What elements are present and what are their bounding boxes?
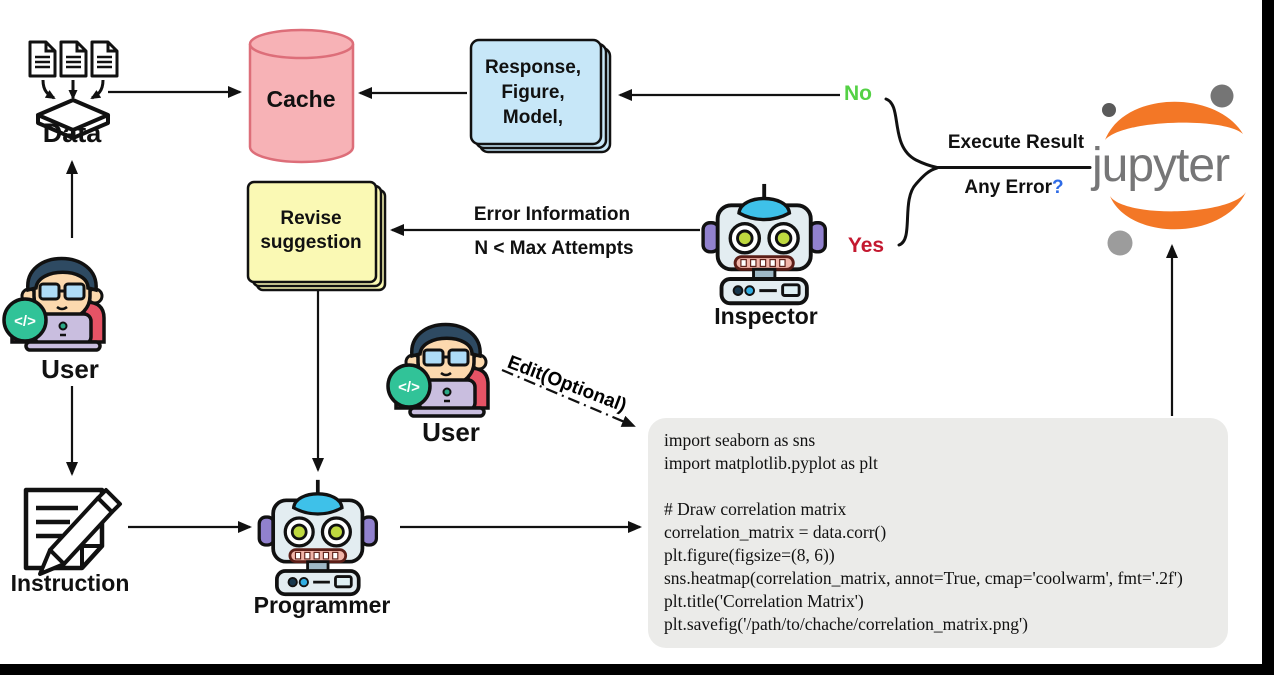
user-middle-label: User	[422, 417, 480, 447]
code-line	[664, 475, 1212, 498]
revise-line-2: suggestion	[260, 232, 362, 253]
cache-cylinder	[248, 28, 355, 164]
jupyter-dot-small	[1102, 103, 1116, 117]
response-line-1: Response,	[484, 57, 582, 78]
response-line-3: Model,	[502, 107, 564, 128]
data-icon	[28, 40, 119, 140]
right-black-border	[1262, 0, 1274, 675]
programmer-label: Programmer	[253, 592, 391, 618]
instruction-label: Instruction	[10, 570, 130, 596]
any-error-question-mark: ?	[1052, 177, 1064, 198]
revise-line-1: Revise	[280, 208, 342, 229]
response-stack-label: Response, Figure, Model,	[485, 55, 581, 130]
data-label: Data	[42, 118, 102, 148]
jupyter-bottom-crescent	[1110, 192, 1246, 230]
code-line: import matplotlib.pyplot as plt	[664, 453, 878, 473]
code-line: correlation_matrix = data.corr()	[664, 522, 887, 542]
user-middle-icon	[386, 322, 490, 418]
inspector-label: Inspector	[714, 303, 818, 329]
yes-branch-label: Yes	[847, 234, 885, 257]
no-branch-label: No	[844, 82, 872, 105]
jupyter-dot-large	[1210, 84, 1234, 108]
error-information-label: Error Information	[473, 204, 631, 225]
inspector-robot-icon	[701, 182, 828, 306]
code-block: import seaborn as sns import matplotlib.…	[648, 418, 1228, 648]
code-line: plt.title('Correlation Matrix')	[664, 591, 864, 611]
any-error-label: Any Error?	[964, 177, 1063, 199]
instruction-icon	[23, 487, 122, 576]
user-left-label: User	[41, 354, 99, 384]
connector-arrows	[66, 86, 1178, 533]
jupyter-logo	[1102, 84, 1246, 256]
code-line: import seaborn as sns	[664, 430, 816, 450]
jupyter-top-crescent	[1105, 101, 1243, 140]
any-error-text: Any Error	[964, 177, 1053, 198]
code-line: sns.heatmap(correlation_matrix, annot=Tr…	[664, 568, 1183, 588]
code-line: plt.savefig('/path/to/chache/correlation…	[664, 614, 1028, 634]
max-attempts-label: N < Max Attempts	[474, 238, 634, 259]
jupyter-dot-light	[1107, 230, 1133, 256]
code-line: # Draw correlation matrix	[664, 499, 847, 519]
response-line-2: Figure,	[501, 82, 565, 103]
revise-stack-label: Revise suggestion	[260, 207, 361, 255]
decision-brace	[884, 97, 1092, 247]
programmer-robot-icon	[257, 477, 379, 597]
user-left-icon	[2, 256, 106, 352]
cache-label: Cache	[266, 86, 336, 112]
jupyter-wordmark: jupyter	[1092, 139, 1230, 192]
bottom-black-border	[0, 664, 1274, 675]
revise-stack	[246, 180, 387, 292]
code-line: plt.figure(figsize=(8, 6))	[664, 545, 835, 565]
response-stack	[469, 38, 612, 154]
execute-result-label: Execute Result	[947, 132, 1085, 153]
